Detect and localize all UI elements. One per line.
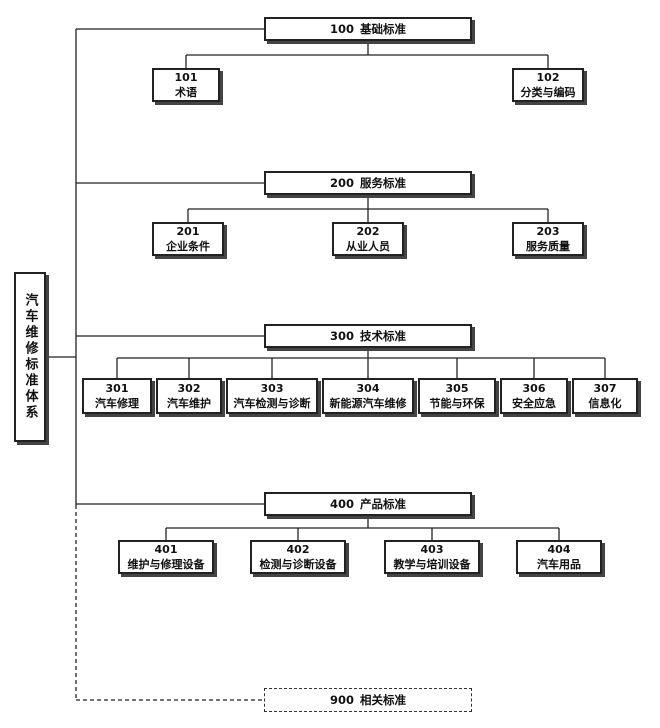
node-302-name: 汽车维护 <box>167 397 211 410</box>
node-403-name: 教学与培训设备 <box>393 558 471 571</box>
node-301-name: 汽车修理 <box>95 397 139 410</box>
node-305: 305 节能与环保 <box>418 378 496 414</box>
node-304-code: 304 <box>356 382 380 395</box>
node-301: 301 汽车修理 <box>82 378 152 414</box>
node-307: 307 信息化 <box>572 378 638 414</box>
node-306: 306 安全应急 <box>500 378 568 414</box>
node-401: 401 维护与修理设备 <box>118 540 214 574</box>
node-202-name: 从业人员 <box>346 240 390 253</box>
node-201-code: 201 <box>176 225 200 238</box>
node-203-name: 服务质量 <box>526 240 570 253</box>
category-100-name: 基础标准 <box>360 21 406 36</box>
node-102-code: 102 <box>536 71 560 84</box>
category-400-box: 400 产品标准 <box>264 492 472 516</box>
node-402-name: 检测与诊断设备 <box>259 558 337 571</box>
node-404-code: 404 <box>547 543 571 556</box>
node-307-name: 信息化 <box>588 397 622 410</box>
root-node: 汽车维修标准体系 <box>14 272 46 442</box>
node-304: 304 新能源汽车维修 <box>322 378 414 414</box>
category-400-code: 400 <box>329 496 354 511</box>
node-201: 201 企业条件 <box>152 222 224 256</box>
node-203: 203 服务质量 <box>512 222 584 256</box>
category-100-box: 100 基础标准 <box>264 17 472 41</box>
node-203-code: 203 <box>536 225 560 238</box>
node-307-code: 307 <box>593 382 617 395</box>
node-302-code: 302 <box>177 382 201 395</box>
node-303-code: 303 <box>260 382 284 395</box>
category-300-name: 技术标准 <box>360 328 406 343</box>
category-900-code: 900 <box>329 692 354 707</box>
category-200-code: 200 <box>329 175 354 190</box>
node-401-name: 维护与修理设备 <box>127 558 205 571</box>
node-102: 102 分类与编码 <box>512 68 584 102</box>
node-101-code: 101 <box>174 71 198 84</box>
node-305-name: 节能与环保 <box>429 397 485 410</box>
category-200-box: 200 服务标准 <box>264 171 472 195</box>
node-301-code: 301 <box>105 382 129 395</box>
category-900-box: 900 相关标准 <box>264 688 472 712</box>
node-302: 302 汽车维护 <box>156 378 222 414</box>
node-202-code: 202 <box>356 225 380 238</box>
node-306-code: 306 <box>522 382 546 395</box>
node-306-name: 安全应急 <box>512 397 556 410</box>
node-402: 402 检测与诊断设备 <box>250 540 346 574</box>
node-303: 303 汽车检测与诊断 <box>226 378 318 414</box>
node-101: 101 术语 <box>152 68 220 102</box>
category-300-code: 300 <box>329 328 354 343</box>
node-404: 404 汽车用品 <box>516 540 602 574</box>
node-101-name: 术语 <box>175 86 197 99</box>
category-900-name: 相关标准 <box>360 692 406 707</box>
node-403: 403 教学与培训设备 <box>384 540 480 574</box>
node-303-name: 汽车检测与诊断 <box>233 397 311 410</box>
node-102-name: 分类与编码 <box>520 86 576 99</box>
node-402-code: 402 <box>286 543 310 556</box>
node-202: 202 从业人员 <box>332 222 404 256</box>
node-401-code: 401 <box>154 543 178 556</box>
node-201-name: 企业条件 <box>166 240 210 253</box>
node-305-code: 305 <box>445 382 469 395</box>
category-100-code: 100 <box>329 21 354 36</box>
node-304-name: 新能源汽车维修 <box>329 397 407 410</box>
category-200-name: 服务标准 <box>360 175 406 190</box>
category-300-box: 300 技术标准 <box>264 324 472 348</box>
category-400-name: 产品标准 <box>360 496 406 511</box>
node-404-name: 汽车用品 <box>537 558 581 571</box>
node-403-code: 403 <box>420 543 444 556</box>
